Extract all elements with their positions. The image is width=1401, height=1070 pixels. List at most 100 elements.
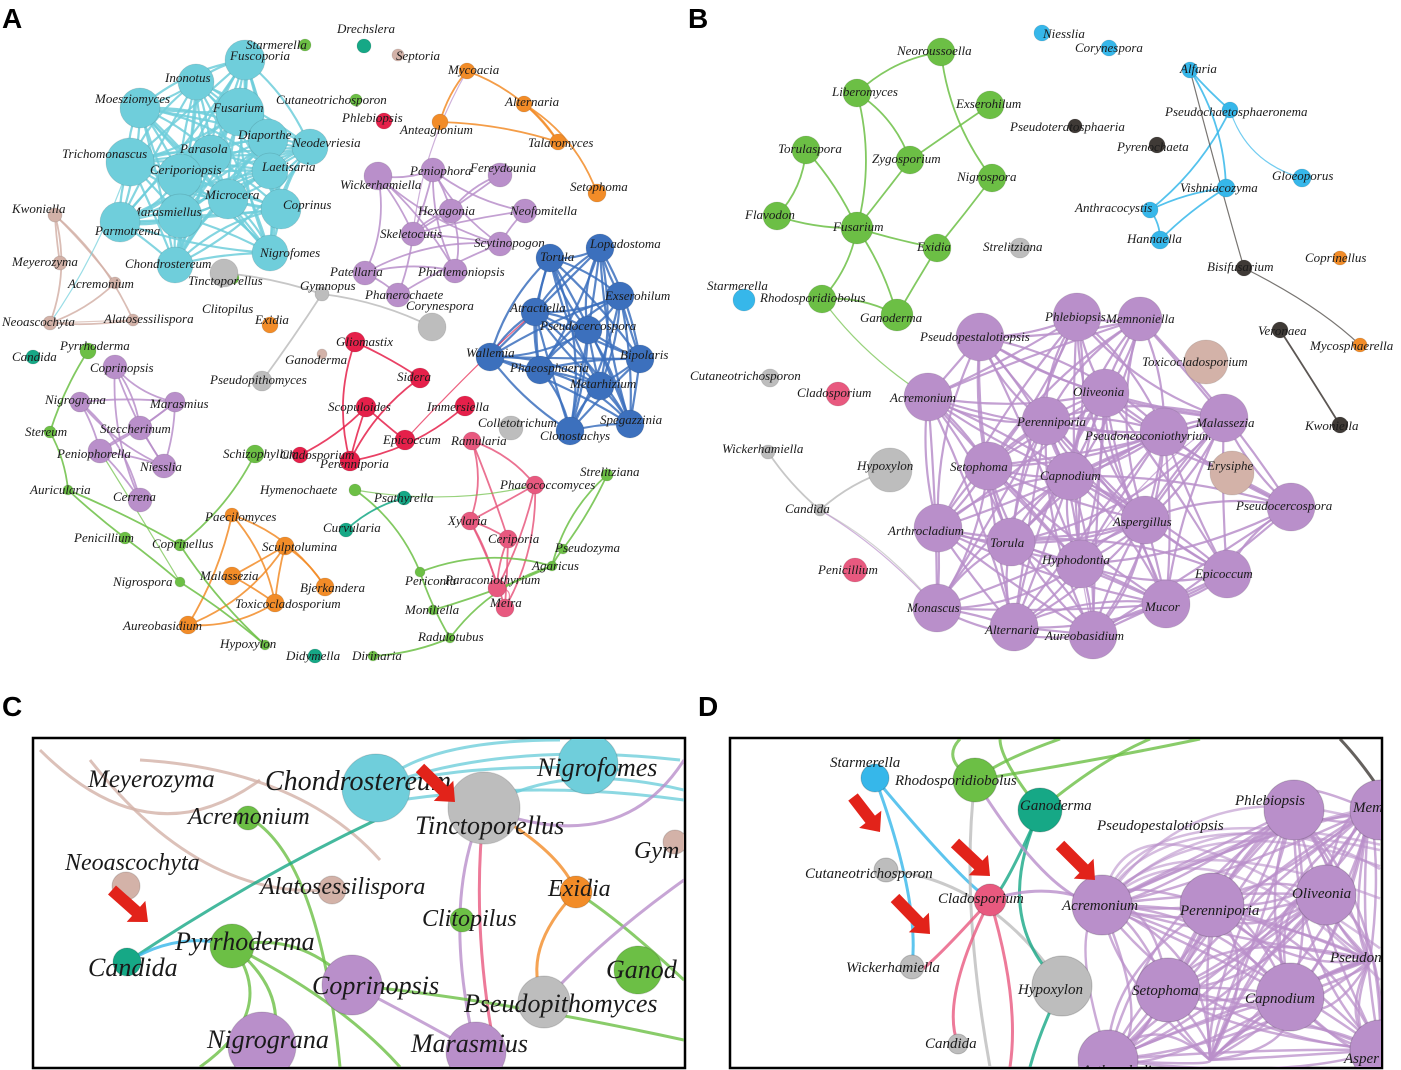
a-node-label-nigrospora: Nigrospora [112,574,173,589]
a-node-cutaneotrichosporon: Cutaneotrichosporon [276,92,387,107]
a-node-stereum: Stereum [25,424,67,439]
zoom-c-edge-11 [231,944,402,1067]
b-node-circle-acremonium [903,372,953,422]
b-node-circle-exidia [922,233,952,263]
a-edge-ramularia-ceriporia [471,440,509,540]
a-node-label-exserohilum: Exserohilum [604,288,670,303]
b-node-label-perenniporia: Perenniporia [1016,414,1086,429]
b-node-wickerhamiella: Wickerhamiella [722,441,804,460]
b-link-hyphodontia-malassezia [1079,417,1225,565]
a-node-parasola: Parasola [179,134,232,176]
b-edge-pseudopestalotiopsis-arthrocladium [936,336,981,529]
a-edge-neofomitella-skeletocutis [412,210,526,235]
zoom-d-node-arthrocladium: Arthrocladium [1077,1029,1170,1067]
a-node-label-septoria: Septoria [396,48,441,63]
a-node-circle-marasmius [164,391,186,413]
zoom-d-label-cladosporium: Cladosporium [938,891,1024,907]
a-node-circle-parmotrema [99,201,141,243]
zoom-c-node-candida: Candida [88,947,178,982]
zoom-d-arrow-cutaneotrichosporon [848,793,882,833]
a-node-auricularia: Auricularia [29,482,91,497]
a-edge-neodevriesia-chondrostereum [174,146,311,266]
a-edge-kwoniella-alatosessilispora [54,214,134,321]
b-node-circle-memnoniella [1117,296,1163,342]
b-node-circle-penicillium [842,557,868,583]
b-node-vishniacozyma: Vishniacozyma [1180,178,1258,198]
a-node-label-nigrofomes: Nigrofomes [259,245,320,260]
a-node-label-inonotus: Inonotus [164,70,211,85]
a-node-label-colletotrichum: Colletotrichum [478,415,557,430]
a-edge-radulotubus-dirinaria [372,637,451,657]
a-node-nigrograna: Nigrograna [44,391,106,413]
b-node-pseudoneoconiothyrium: Pseudoneoconiothyrium [1084,407,1211,457]
a-node-label-metarhizium: Metarhizium [569,376,636,391]
a-node-label-hymenochaete: Hymenochaete [259,482,337,497]
b-node-label-bisifusarium: Bisifusarium [1207,259,1273,274]
b-node-label-epicoccum: Epicoccum [1194,566,1253,581]
a-node-label-starmerella: Starmerella [246,37,307,52]
b-node-label-fusarium: Fusarium [832,219,884,234]
zoom-d-node-oliveonia: Oliveonia [1292,864,1357,926]
zoom-d-label-candida: Candida [925,1036,977,1052]
a-node-peniophora: Peniophora [409,157,472,183]
zoom-d-label-capnodium: Capnodium [1245,991,1315,1007]
a-node-scopuloides: Scopuloides [328,396,391,418]
a-node-circle-mycoacia [458,62,476,80]
a-node-drechslera: Drechslera [336,21,396,54]
b-node-label-anthracocystis: Anthracocystis [1074,200,1152,215]
b-node-label-strelitziana: Strelitziana [983,239,1043,254]
zoom-d-node-cutaneotrichosporon: Cutaneotrichosporon [805,857,933,883]
b-node-circle-epicoccum [1202,549,1252,599]
a-node-circle-phaeosphaeria [525,355,555,385]
zoom-d-node-setophoma: Setophoma [1132,957,1201,1023]
b-node-label-acremonium: Acremonium [889,390,956,405]
zoom-d-label-asper: Asper [1343,1051,1379,1067]
b-node-label-niesslia: Niesslia [1042,26,1085,41]
a-node-neofomitella: Neofomitella [509,198,578,224]
zoom-c-circle-ganod [613,945,663,995]
b-node-circle-hypoxylon [867,447,913,493]
b-node-veronaea: Veronaea [1258,321,1307,339]
a-node-label-patellaria: Patellaria [329,264,383,279]
a-node-circle-psathyrella [396,490,412,506]
a-node-circle-fusarium [215,87,265,137]
zoom-d-cluster-edge-6-9-0 [1107,1048,1381,1062]
a-node-label-pseudopithomyces: Pseudopithomyces [209,372,307,387]
a-node-metarhizium: Metarhizium [569,371,636,401]
a-node-microcera: Microcera [204,178,260,220]
a-node-circle-trichomonascus [105,137,155,187]
a-node-label-drechslera: Drechslera [336,21,396,36]
a-edge-auricularia-penicillium [67,489,126,539]
b-node-circle-veronaea [1271,321,1289,339]
zoom-d-circle-wickerhamiella [899,954,925,980]
a-link-epicoccum-atractiella [404,311,536,441]
b-node-circle-arthrocladium [913,503,963,553]
a-edge-agaricus-periconia [419,556,553,573]
a-node-label-kwoniella: Kwoniella [11,201,66,216]
zoom-c-label-neoascochyta: Neoascochyta [64,850,200,876]
zoom-c-edge-1 [88,759,331,893]
b-link-bisifusarium-alfaria [1189,69,1245,269]
a-node-didymella: Didymella [285,648,341,664]
b-edge-torula-epicoccum [1010,538,1228,576]
a-node-periconia: Periconia [404,566,457,588]
zoom-c-node-marasmius: Marasmius [410,1021,528,1067]
a-edge-toxicocladosporium-aureobasidium [187,602,276,627]
b-node-label-phlebiopsis: Phlebiopsis [1044,309,1106,324]
b-node-circle-exserohilum [975,90,1005,120]
a-node-label-pseudocercospora: Pseudocercospora [539,318,637,333]
a-node-label-ganoderma: Ganoderma [285,352,348,367]
a-node-label-trichomonascus: Trichomonascus [62,146,147,161]
zoom-d-node-pseudoneo: Pseudoneo [1329,950,1381,966]
b-node-circle-candida [813,503,827,517]
b-node-label-arthrocladium: Arthrocladium [887,523,964,538]
b-edge-pseudoneoconiothyrium-alternaria [1013,431,1165,628]
zoom-d-edge-1 [974,739,1201,782]
zoom-d-node-ganoderma: Ganoderma [1017,787,1092,833]
a-node-aureobasidium: Aureobasidium [122,615,202,635]
a-node-circle-drechslera [356,38,372,54]
a-node-label-niesslia: Niesslia [139,459,182,474]
a-node-circle-pyrrhoderma [79,342,97,360]
b-node-circle-corynespora [1100,39,1118,57]
zoom-c-circle-tinctoporellus [447,771,521,845]
